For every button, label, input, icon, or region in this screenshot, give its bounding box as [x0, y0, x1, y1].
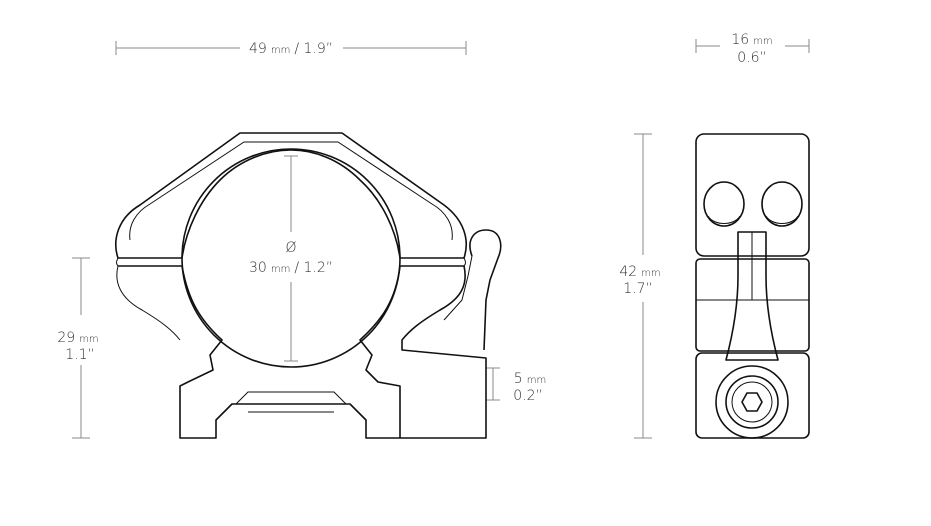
lever-label-imperial: 0.2” [513, 388, 543, 404]
screw-hole-left [703, 181, 745, 227]
side-view [695, 133, 810, 439]
height-label-imperial: 1.1” [65, 347, 95, 363]
lever-side [469, 229, 502, 351]
lower-ring-body [118, 265, 487, 439]
total-height-label-imperial: 1.7” [623, 281, 653, 297]
upper-ring-cap [115, 132, 467, 259]
hex-bolt-outer [715, 365, 789, 439]
diameter-symbol: Ø [285, 240, 296, 256]
lever-front [725, 231, 779, 361]
scope-tube-circle [181, 148, 401, 368]
hex-socket-icon [741, 392, 763, 412]
depth-label-imperial: 0.6” [737, 50, 767, 66]
hex-bolt-washer [725, 375, 779, 429]
screw-hole-right [761, 181, 803, 227]
